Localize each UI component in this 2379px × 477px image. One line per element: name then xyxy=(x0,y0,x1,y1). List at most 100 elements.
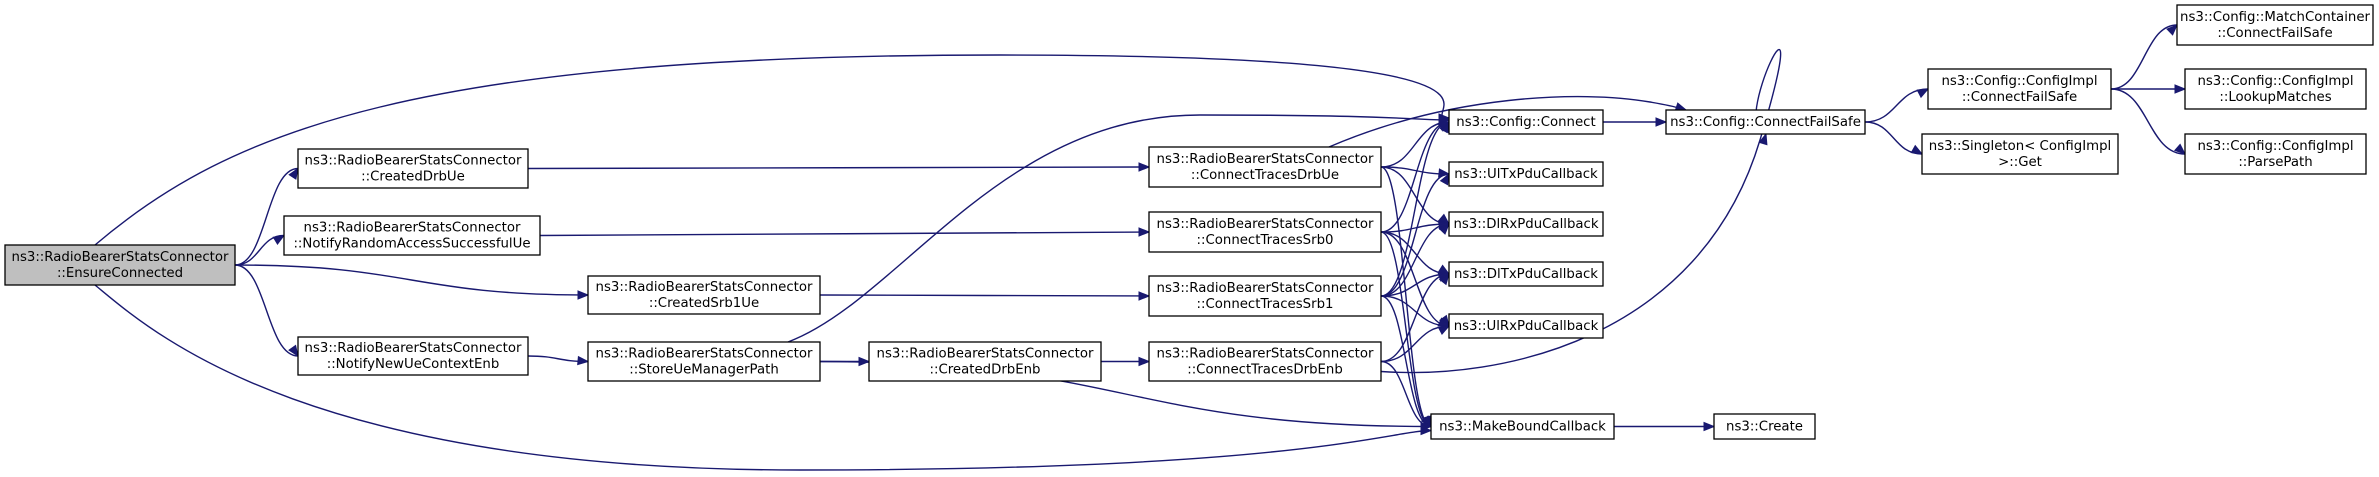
node-label: ns3::RadioBearerStatsConnector xyxy=(305,154,522,169)
edge-line xyxy=(1380,49,1782,374)
node-cfgFailSafe[interactable]: ns3::Config::ConnectFailSafe xyxy=(1665,109,1866,135)
node-create[interactable]: ns3::Create xyxy=(1713,413,1816,440)
node-createdSrb1Ue[interactable]: ns3::RadioBearerStatsConnector::CreatedS… xyxy=(587,275,821,315)
node-label: ::ParsePath xyxy=(2238,155,2312,170)
node-parsePath[interactable]: ns3::Config::ConfigImpl::ParsePath xyxy=(2184,133,2367,175)
node-box xyxy=(297,148,529,189)
edge-implFailSafe-to-matchCont xyxy=(2110,24,2178,90)
node-label: ::StoreUeManagerPath xyxy=(629,363,779,378)
node-box xyxy=(1148,275,1382,317)
edge-line xyxy=(1380,223,1450,297)
node-singleton[interactable]: ns3::Singleton< ConfigImpl >::Get xyxy=(1921,133,2119,175)
node-label: ns3::RadioBearerStatsConnector xyxy=(596,347,813,362)
arrowhead xyxy=(577,290,590,300)
node-ulRx[interactable]: ns3::UlRxPduCallback xyxy=(1448,313,1604,339)
node-notifyNewUe[interactable]: ns3::RadioBearerStatsConnector::NotifyNe… xyxy=(297,336,529,376)
node-label: ns3::Config::ConfigImpl xyxy=(2197,139,2353,154)
node-ensure[interactable]: ns3::RadioBearerStatsConnector::EnsureCo… xyxy=(4,244,236,286)
node-label: ::CreatedSrb1Ue xyxy=(649,296,759,311)
node-label: ns3::Singleton< ConfigImpl xyxy=(1929,139,2111,154)
edge-ctSrb1-to-ulRx xyxy=(1380,295,1451,327)
node-label: ns3::RadioBearerStatsConnector xyxy=(596,280,813,295)
node-label: ns3::RadioBearerStatsConnector xyxy=(1157,152,1374,167)
node-label: ns3::Config::MatchContainer xyxy=(2180,10,2370,25)
node-box xyxy=(2184,133,2367,175)
edge-ctSrb1-to-dlRx xyxy=(1380,223,1450,297)
node-box xyxy=(2184,68,2367,110)
node-box xyxy=(1430,413,1615,440)
edge-line xyxy=(2110,24,2178,90)
edge-ctDrbEnb-to-makeBound xyxy=(1380,360,1432,428)
edge-createdDrbUe-to-ctDrbUe xyxy=(527,162,1151,172)
node-storeUe[interactable]: ns3::RadioBearerStatsConnector::StoreUeM… xyxy=(587,341,821,382)
node-makeBound[interactable]: ns3::MakeBoundCallback xyxy=(1430,413,1615,440)
edge-makeBound-to-create xyxy=(1614,421,1716,432)
node-box xyxy=(1448,313,1604,339)
node-ctSrb0[interactable]: ns3::RadioBearerStatsConnector::ConnectT… xyxy=(1148,211,1382,253)
node-label: ::ConnectTracesSrb0 xyxy=(1197,233,1334,248)
node-createdDrbUe[interactable]: ns3::RadioBearerStatsConnector::CreatedD… xyxy=(297,148,529,189)
node-ctSrb1[interactable]: ns3::RadioBearerStatsConnector::ConnectT… xyxy=(1148,275,1382,317)
arrowhead xyxy=(1138,291,1151,301)
edge-line xyxy=(94,54,1450,246)
node-label: ns3::Config::ConnectFailSafe xyxy=(1670,115,1861,130)
node-box xyxy=(1448,211,1604,237)
node-lookup[interactable]: ns3::Config::ConfigImpl::LookupMatches xyxy=(2184,68,2367,110)
node-createdDrbEnb[interactable]: ns3::RadioBearerStatsConnector::CreatedD… xyxy=(868,341,1102,382)
node-box xyxy=(297,336,529,376)
node-ctDrbEnb[interactable]: ns3::RadioBearerStatsConnector::ConnectT… xyxy=(1148,341,1382,382)
node-label: ns3::Config::Connect xyxy=(1456,115,1595,130)
node-label: ns3::RadioBearerStatsConnector xyxy=(12,250,229,265)
arrowhead xyxy=(288,167,299,180)
edge-createdSrb1Ue-to-ctSrb1 xyxy=(819,291,1151,301)
edge-line xyxy=(787,114,1450,343)
arrowhead xyxy=(288,344,299,358)
edge-line xyxy=(234,264,589,296)
node-notifyRA[interactable]: ns3::RadioBearerStatsConnector::NotifyRa… xyxy=(283,215,541,256)
edge-line xyxy=(1380,360,1432,428)
node-box xyxy=(1148,341,1382,382)
edge-line xyxy=(1380,121,1450,297)
node-box xyxy=(2176,4,2374,46)
node-cfgConnect[interactable]: ns3::Config::Connect xyxy=(1448,109,1604,135)
arrowhead xyxy=(1916,88,1930,99)
node-label: ns3::DlRxPduCallback xyxy=(1453,217,1598,232)
edge-line xyxy=(1380,231,1432,428)
edge-line xyxy=(1380,166,1432,428)
node-label: ns3::RadioBearerStatsConnector xyxy=(305,341,522,356)
node-label: ns3::DlTxPduCallback xyxy=(1454,267,1598,282)
edge-ctSrb1-to-cfgConnect xyxy=(1380,120,1450,297)
edge-line xyxy=(1380,325,1450,363)
node-label: ns3::RadioBearerStatsConnector xyxy=(1157,347,1374,362)
edge-ctSrb0-to-dlTx xyxy=(1380,231,1451,275)
edge-line xyxy=(527,166,1150,170)
node-matchCont[interactable]: ns3::Config::MatchContainer::ConnectFail… xyxy=(2176,4,2374,46)
arrowhead xyxy=(2174,84,2187,94)
edge-line xyxy=(539,231,1150,237)
node-box xyxy=(1448,261,1604,287)
edges-layer xyxy=(94,24,2187,471)
node-box xyxy=(587,341,821,382)
node-box xyxy=(1448,109,1604,135)
edge-ensure-to-createdDrbUe xyxy=(234,167,299,266)
node-dlTx[interactable]: ns3::DlTxPduCallback xyxy=(1448,261,1604,287)
node-box xyxy=(868,341,1102,382)
edge-ctDrbEnb-to-cfgFailSafe xyxy=(1380,49,1782,374)
node-implFailSafe[interactable]: ns3::Config::ConfigImpl::ConnectFailSafe xyxy=(1927,68,2112,110)
node-ctDrbUe[interactable]: ns3::RadioBearerStatsConnector::ConnectT… xyxy=(1148,146,1382,188)
node-label: ns3::Config::ConfigImpl xyxy=(2197,74,2353,89)
node-label: >::Get xyxy=(1998,155,2042,170)
node-ulTx[interactable]: ns3::UlTxPduCallback xyxy=(1448,161,1604,187)
edge-ctSrb1-to-ulTx xyxy=(1380,172,1450,297)
node-label: ns3::RadioBearerStatsConnector xyxy=(877,347,1094,362)
arrowhead xyxy=(1439,172,1450,186)
node-label: ns3::RadioBearerStatsConnector xyxy=(1157,217,1374,232)
node-box xyxy=(1921,133,2119,175)
node-label: ::ConnectTracesSrb1 xyxy=(1197,297,1334,312)
node-box xyxy=(1927,68,2112,110)
node-label: ns3::Config::ConfigImpl xyxy=(1941,74,2097,89)
arrowhead xyxy=(1655,117,1668,127)
node-dlRx[interactable]: ns3::DlRxPduCallback xyxy=(1448,211,1604,237)
arrowhead xyxy=(1138,356,1151,367)
